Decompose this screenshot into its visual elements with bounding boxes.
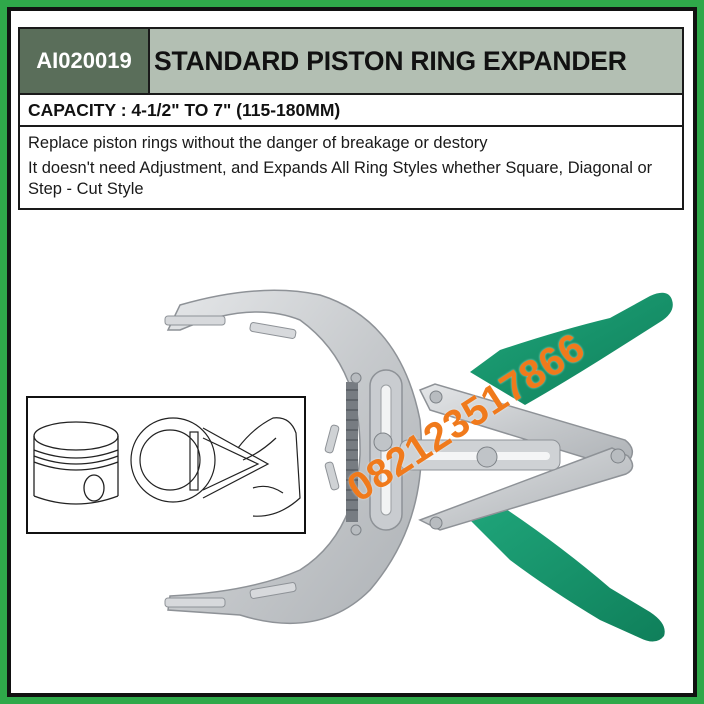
hand-drawing [237,417,301,517]
capacity-row: CAPACITY : 4-1/2" TO 7" (115-180MM) [20,95,682,127]
spec-table: AI020019 STANDARD PISTON RING EXPANDER C… [18,27,684,210]
upper-handle [470,292,673,405]
description-line: Replace piston rings without the danger … [28,134,488,152]
usage-illustration [26,396,306,534]
description-line: It doesn't need Adjustment, and Expands … [28,159,653,198]
lower-arm [418,447,634,531]
piston-drawing [33,421,119,505]
expander-drawing [130,417,270,503]
product-code: AI020019 [20,29,150,93]
title-row: AI020019 STANDARD PISTON RING EXPANDER [20,29,682,95]
product-title: STANDARD PISTON RING EXPANDER [150,29,682,93]
lower-handle [470,505,665,642]
description: Replace piston rings without the danger … [20,127,682,208]
